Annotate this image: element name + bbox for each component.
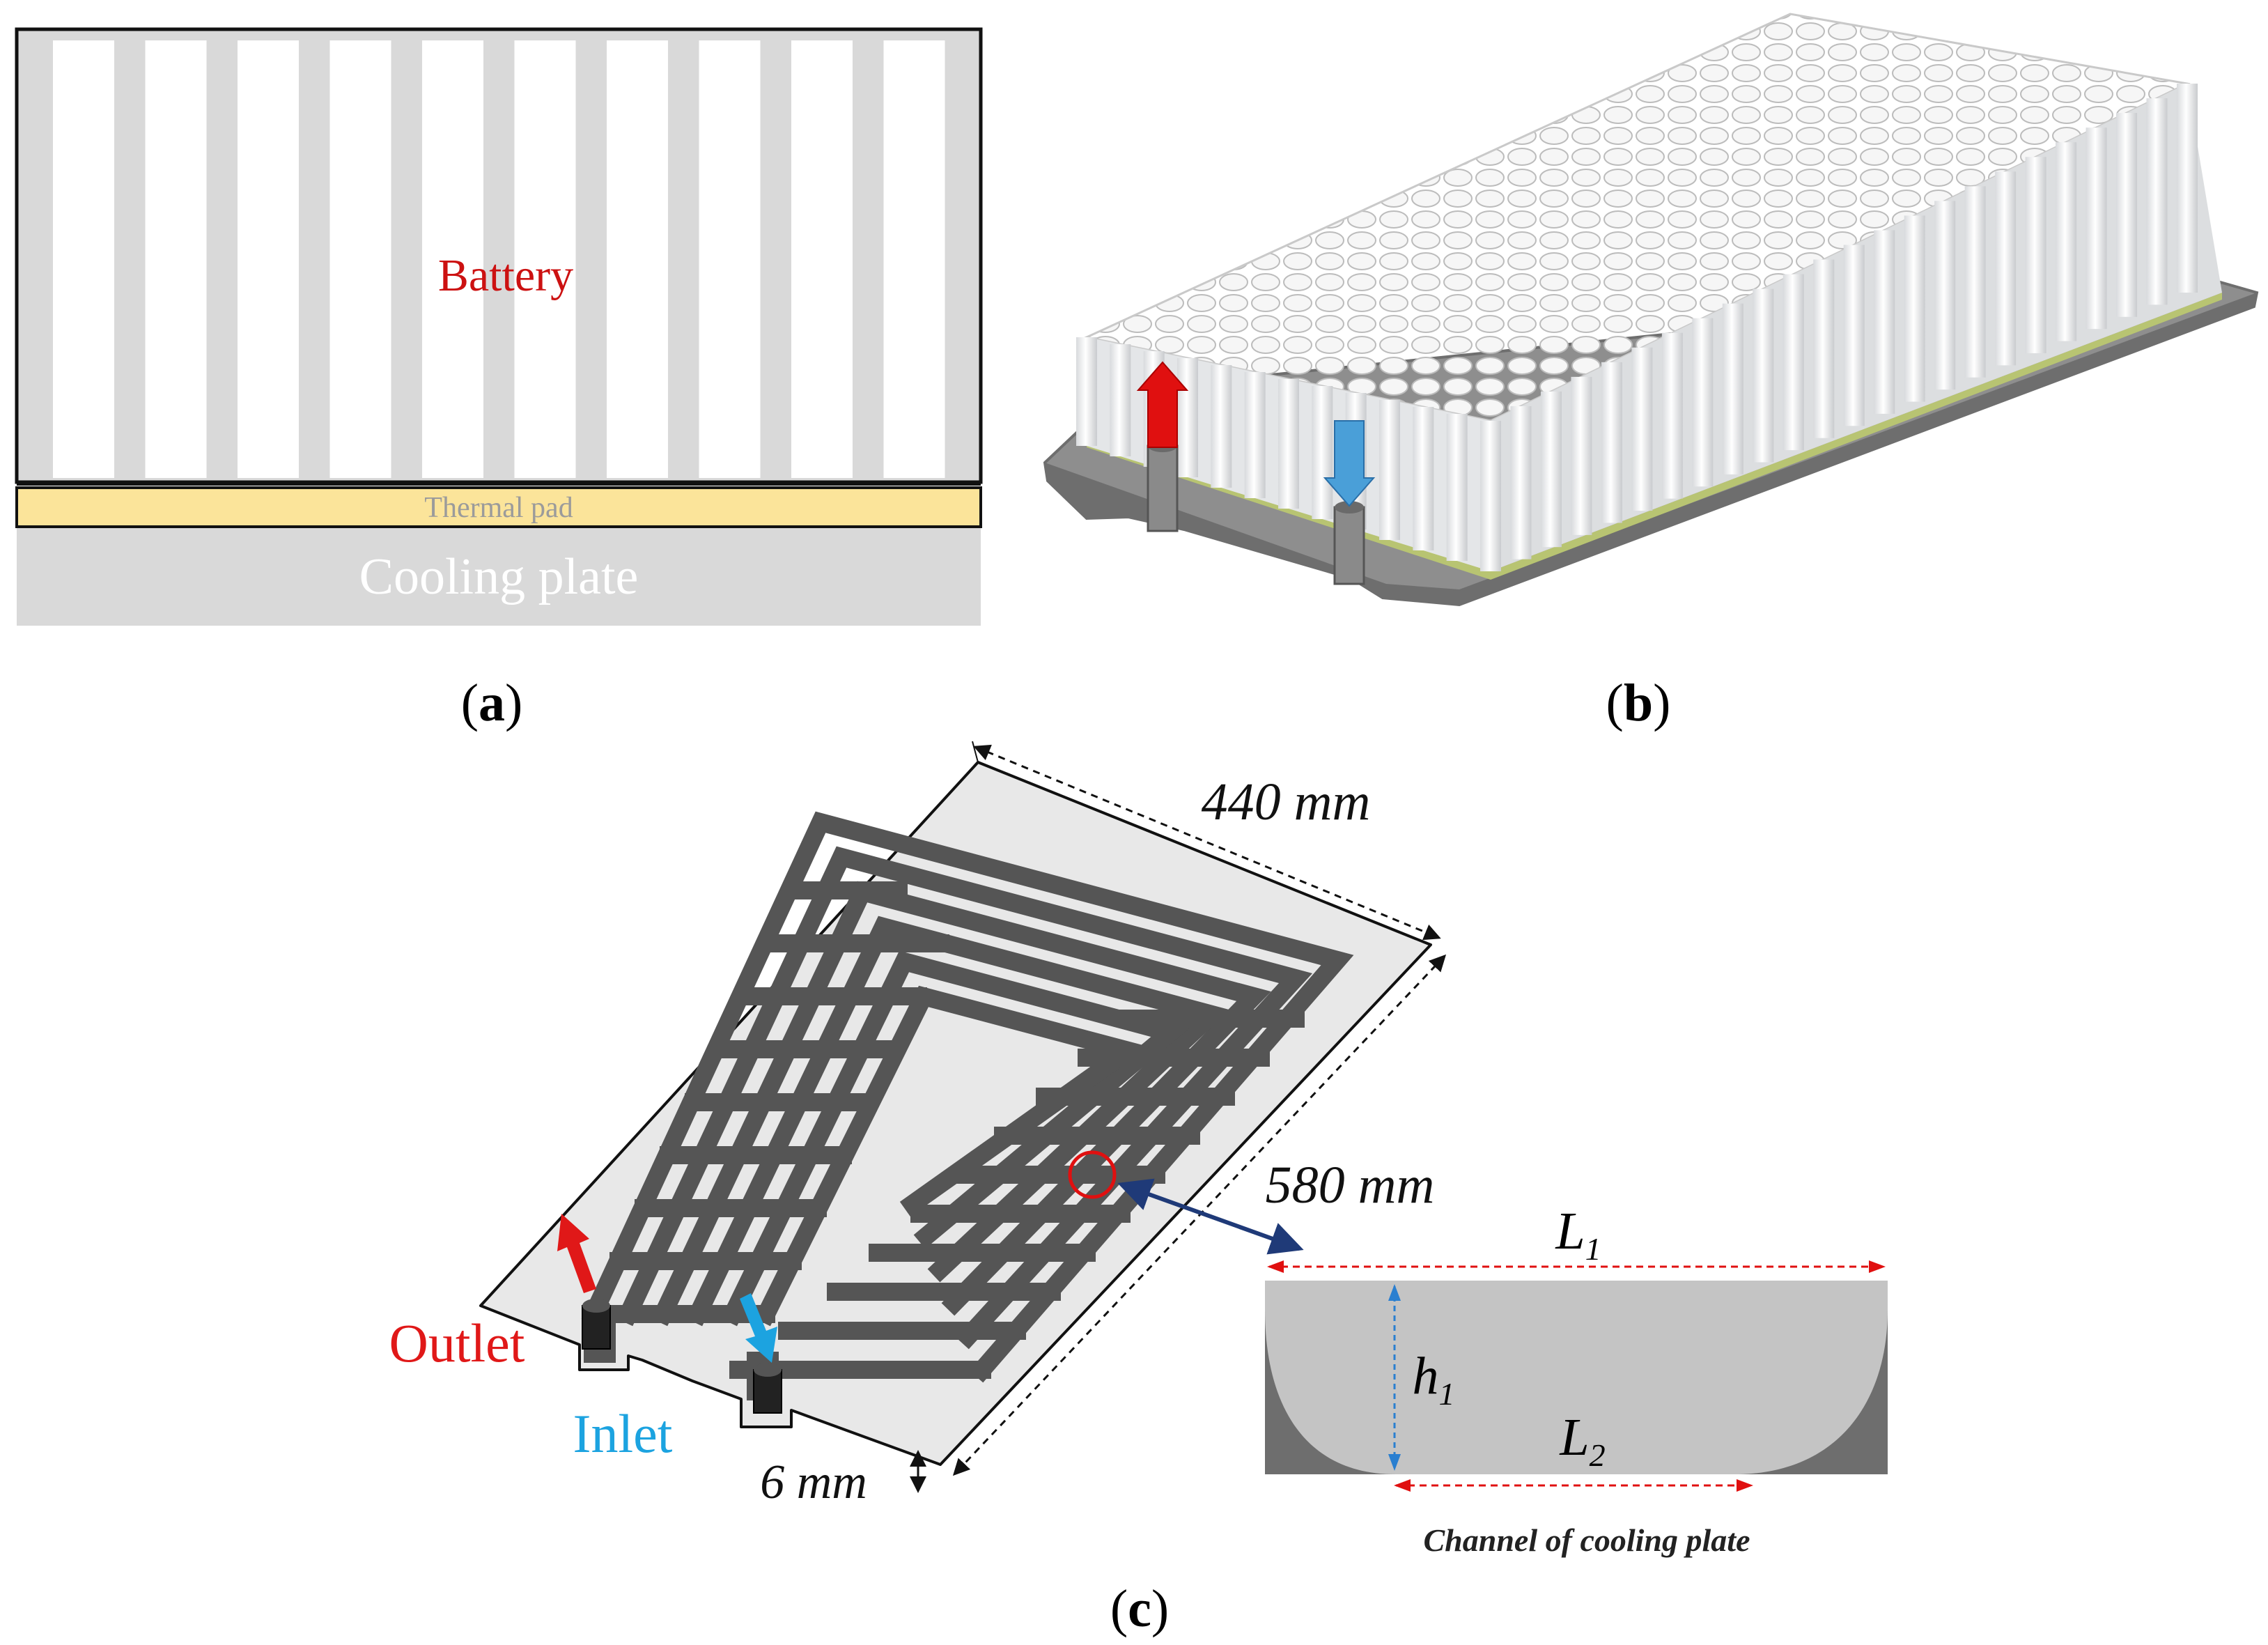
panel-b-battery-module-3d: (b)	[1043, 13, 2259, 732]
cell-cylinder	[1446, 414, 1468, 561]
cell-cylinder	[1661, 332, 1683, 499]
battery-cell	[514, 40, 576, 478]
battery-label: Battery	[438, 250, 573, 301]
length-label: 580 mm	[1266, 1156, 1435, 1214]
cell-cylinder	[1753, 288, 1774, 463]
cell-block-right-columns	[1480, 84, 2198, 571]
cell-cylinder	[1631, 347, 1653, 511]
cell-cylinder	[1571, 376, 1592, 535]
channel-highlight-circle	[1068, 1150, 1117, 1199]
cell-cylinder	[2116, 113, 2138, 317]
width-dimension-line	[973, 744, 1441, 941]
cell-cylinder	[2146, 98, 2168, 305]
battery-cell	[883, 40, 945, 478]
outlet-port-top	[582, 1299, 610, 1313]
channel-cross-section: L1 h1 L2 Channel of cooling plate	[1265, 1202, 1888, 1558]
battery-cell	[791, 40, 853, 478]
cell-cylinder	[1312, 386, 1333, 519]
battery-cells	[53, 40, 945, 478]
thermal-pad	[15, 486, 982, 528]
cell-cylinder	[1782, 274, 1804, 451]
width-label: 440 mm	[1202, 773, 1371, 831]
cell-cylinder	[1211, 365, 1232, 488]
battery-cell	[699, 40, 761, 478]
cell-cylinder	[1995, 171, 2017, 366]
section-channel-profile	[1265, 1281, 1888, 1474]
width-dimension-tick-left	[972, 741, 979, 763]
cell-cylinder	[1692, 318, 1714, 487]
L2-label: L2	[1559, 1408, 1605, 1473]
caption-b-letter: b	[1624, 674, 1653, 732]
thermal-pad-label: Thermal pad	[424, 492, 573, 524]
battery-cell	[607, 40, 668, 478]
cell-cylinder	[2177, 84, 2198, 293]
cell-cylinder	[1076, 337, 1097, 446]
cell-cylinder	[1480, 421, 1501, 571]
battery-cell	[145, 40, 207, 478]
cell-cylinder	[1964, 186, 1986, 378]
inlet-port-top	[754, 1363, 782, 1377]
thickness-label: 6 mm	[760, 1455, 867, 1509]
inlet-label: Inlet	[573, 1403, 673, 1464]
L1-label: L1	[1555, 1202, 1601, 1267]
battery-cell	[422, 40, 483, 478]
section-pointer-arrow	[1117, 1178, 1304, 1255]
cell-cylinder	[1244, 372, 1266, 498]
panel-c-cooling-plate: 440 mm 580 mm 6 mm Outlet Inlet L1 h1 L2…	[389, 741, 1888, 1638]
cell-cylinder	[1278, 379, 1299, 509]
cell-cylinder	[2025, 157, 2046, 353]
inlet-flow-arrow	[740, 1293, 777, 1363]
caption-a-letter: a	[479, 674, 505, 732]
battery-cell	[238, 40, 299, 478]
cell-cylinder	[1874, 230, 1895, 414]
cooling-plate	[17, 528, 981, 626]
h1-label: h1	[1413, 1347, 1455, 1412]
inlet-port	[753, 1369, 782, 1414]
inlet-pipe	[1333, 506, 1365, 585]
cell-cylinder	[1904, 215, 1925, 402]
outlet-flow-arrow	[557, 1214, 596, 1293]
inlet-pipe-top	[1335, 501, 1364, 513]
outlet-pipe	[1147, 445, 1179, 532]
cell-cylinder	[1601, 362, 1622, 523]
caption-a: (a)	[461, 674, 523, 732]
caption-b: (b)	[1606, 674, 1671, 732]
cell-cylinder	[1413, 407, 1434, 550]
cell-cylinder	[1510, 406, 1532, 559]
battery-cell	[53, 40, 114, 478]
caption-c-letter: c	[1128, 1580, 1151, 1638]
cell-cylinder	[1540, 391, 1562, 548]
cell-cylinder	[1379, 400, 1400, 540]
outlet-label: Outlet	[389, 1313, 525, 1373]
outlet-arrow	[1136, 361, 1189, 448]
inlet-arrow	[1323, 420, 1376, 507]
cell-cylinder	[1934, 201, 1956, 390]
section-caption: Channel of cooling plate	[1424, 1522, 1750, 1558]
panel-a-cross-section: Battery Thermal pad Cooling plate (a)	[15, 27, 983, 732]
cell-cylinder	[1843, 245, 1865, 426]
cell-cylinder	[1177, 358, 1198, 477]
cell-cylinder	[2086, 128, 2107, 330]
battery-cell	[329, 40, 391, 478]
cell-cylinder	[1813, 259, 1835, 438]
cooling-plate-label: Cooling plate	[359, 548, 639, 605]
cell-cylinder	[1722, 303, 1743, 474]
caption-c: (c)	[1110, 1580, 1169, 1638]
cell-cylinder	[2056, 142, 2077, 341]
cell-cylinder	[1110, 344, 1131, 456]
